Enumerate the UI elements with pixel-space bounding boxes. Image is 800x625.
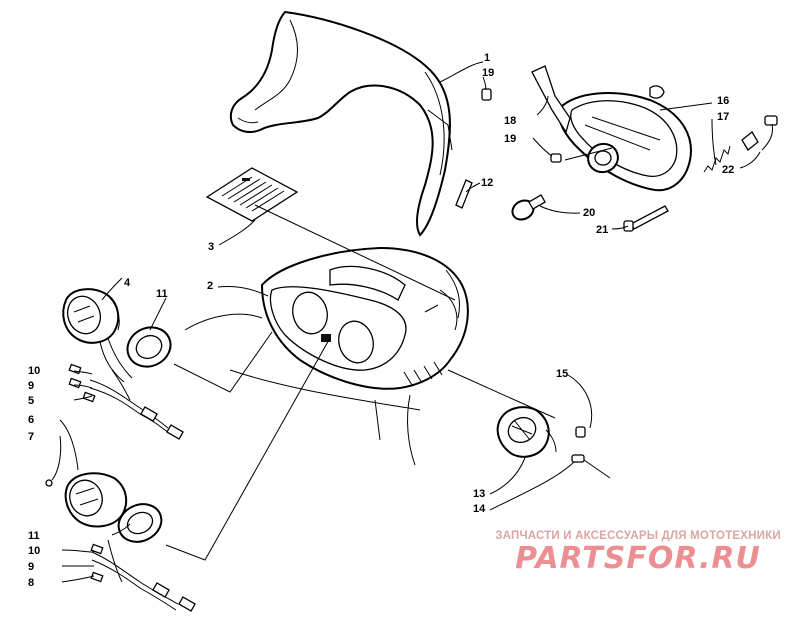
callout-16: 16 [717, 95, 729, 107]
callout-9-bottom: 9 [28, 561, 34, 573]
callout-10-top: 10 [28, 365, 40, 377]
headlight-housing [531, 65, 692, 192]
watermark-logo: PARTSFOR.RU [515, 541, 761, 576]
callout-15: 15 [556, 368, 568, 380]
callout-4: 4 [124, 277, 131, 289]
bolt-12 [455, 179, 473, 209]
callout-3: 3 [208, 241, 214, 253]
callout-17: 17 [717, 111, 729, 123]
callout-9-top: 9 [28, 380, 34, 392]
leader-lines [51, 61, 773, 583]
callout-1: 1 [484, 52, 490, 64]
callout-13: 13 [473, 488, 485, 500]
callout-11-top: 11 [156, 288, 168, 300]
callout-10-bottom: 10 [28, 545, 40, 557]
decal [205, 167, 299, 222]
callout-11-bottom: 11 [28, 530, 40, 542]
bezel-11-top [126, 326, 172, 368]
callout-19-right: 19 [504, 133, 516, 145]
harness-top [68, 337, 184, 440]
callout-14: 14 [473, 503, 486, 515]
watermark: ЗАПЧАСТИ И АКСЕССУАРЫ ДЛЯ МОТОТЕХНИКИ PA… [488, 530, 788, 576]
callout-2: 2 [207, 280, 213, 292]
callout-7: 7 [28, 431, 34, 443]
screw-19-right [550, 153, 562, 163]
bolt-21 [623, 205, 669, 232]
callout-6: 6 [28, 414, 34, 426]
switch-13 [496, 406, 557, 458]
callout-5: 5 [28, 395, 34, 407]
bulb-socket [587, 142, 619, 174]
callout-labels: 1 19 12 3 2 4 11 10 9 5 6 7 11 10 9 8 18… [28, 52, 734, 589]
callout-22: 22 [722, 164, 734, 176]
spring-17 [703, 145, 731, 173]
gauge-4 [62, 288, 120, 344]
watermark-caption: ЗАПЧАСТИ И АКСЕССУАРЫ ДЛЯ МОТОТЕХНИКИ [495, 530, 781, 542]
bezel-11-bottom [117, 503, 163, 543]
gauge-6 [45, 472, 128, 528]
harness-bottom [90, 539, 196, 612]
bracket-22 [741, 115, 778, 151]
callout-8: 8 [28, 577, 34, 589]
dash-hood [184, 246, 469, 466]
bulb-20 [511, 194, 546, 221]
callout-20: 20 [583, 207, 595, 219]
callout-21: 21 [596, 224, 608, 236]
callout-19-top: 19 [482, 67, 494, 79]
callout-12: 12 [481, 177, 493, 189]
nut-15 [575, 426, 586, 438]
callout-18: 18 [504, 115, 516, 127]
nut-19-top [481, 88, 492, 101]
cable-14 [571, 454, 611, 479]
windshield [229, 10, 453, 237]
